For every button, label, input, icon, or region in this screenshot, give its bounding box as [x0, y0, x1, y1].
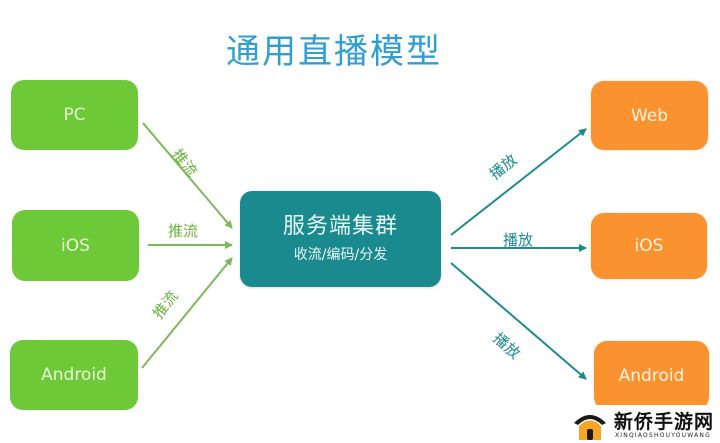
play-label-android: 播放	[489, 329, 524, 363]
source-node-ios[interactable]: iOS	[12, 210, 139, 281]
push-label-android: 推流	[149, 287, 182, 323]
server-cluster-node[interactable]: 服务端集群 收流/编码/分发	[240, 191, 441, 287]
watermark: 新侨手游网 XINQIAOSHOUYOUWANG	[568, 405, 720, 443]
player-label-ios: iOS	[634, 236, 664, 256]
push-label-ios: 推流	[168, 222, 199, 240]
source-label-android: Android	[41, 365, 107, 385]
server-subtitle: 收流/编码/分发	[293, 247, 388, 263]
source-label-pc: PC	[63, 105, 86, 125]
play-edge-web	[450, 128, 587, 236]
source-label-ios: iOS	[61, 235, 90, 256]
play-label-web: 播放	[485, 150, 521, 184]
player-label-android: Android	[618, 365, 685, 386]
watermark-name: 新侨手游网	[614, 411, 715, 433]
source-node-android[interactable]: Android	[10, 340, 138, 410]
player-node-android[interactable]: Android	[594, 341, 709, 410]
push-label-pc: 推流	[168, 145, 201, 181]
play-edge-android	[450, 262, 587, 380]
play-label-ios: 播放	[503, 231, 534, 249]
player-node-ios[interactable]: iOS	[591, 213, 707, 279]
house-logo-icon	[574, 415, 606, 440]
player-node-web[interactable]: Web	[591, 81, 708, 150]
source-node-pc[interactable]: PC	[11, 80, 138, 150]
player-label-web: Web	[630, 105, 669, 126]
server-title: 服务端集群	[282, 214, 398, 239]
diagram-title: 通用直播模型	[226, 32, 442, 72]
watermark-pinyin: XINQIAOSHOUYOUWANG	[615, 432, 711, 439]
